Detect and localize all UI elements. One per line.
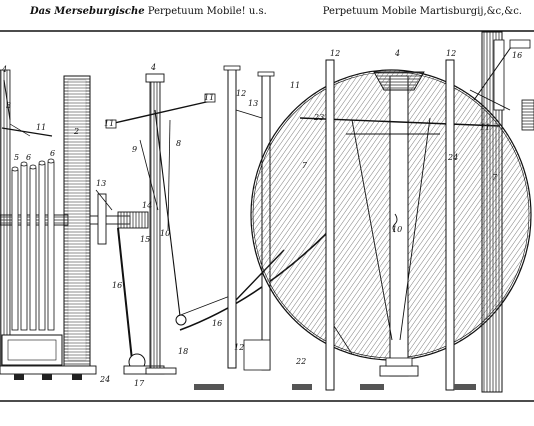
label-12c: 12	[446, 49, 456, 58]
label-18: 18	[178, 347, 188, 356]
label-11e: 11	[480, 123, 490, 132]
label-11a: 11	[36, 123, 46, 132]
label-13a: 13	[248, 99, 258, 108]
label-11b: 11	[104, 119, 114, 128]
figure-labels: 4 4 4 2 3 5 6 6 7 7 8 9 10 10 11 11 11 1…	[1, 49, 522, 388]
label-3: 3	[6, 101, 11, 110]
label-24b: 24	[447, 153, 458, 162]
right-mechanism	[469, 31, 534, 393]
label-16a: 16	[112, 281, 122, 290]
label-10b: 10	[392, 225, 402, 234]
label-23: 23	[313, 113, 324, 122]
header-right: Perpetuum Mobile Martisburgij,&c,&c.	[322, 6, 522, 17]
label-12b: 12	[330, 49, 340, 58]
header-left: Das Merseburgische Perpetuum Mobile! u.s…	[30, 6, 267, 17]
label-22: 22	[295, 357, 306, 366]
pendulum-post	[105, 73, 331, 375]
label-12a: 12	[236, 89, 246, 98]
pump-cylinders	[11, 158, 55, 331]
label-12d: 12	[234, 343, 244, 352]
header-left-rest: Perpetuum Mobile! u.s.	[147, 6, 267, 17]
ground-blocks	[194, 384, 476, 390]
label-16c: 16	[512, 51, 522, 60]
label-16b: 16	[212, 319, 222, 328]
label-24a: 24	[99, 375, 110, 384]
label-4c: 4	[394, 49, 400, 58]
label-6b: 6	[50, 149, 55, 158]
label-10a: 10	[160, 229, 170, 238]
label-13b: 13	[96, 179, 106, 188]
label-8: 8	[176, 139, 181, 148]
wheel-posts	[325, 59, 455, 391]
central-tower	[299, 71, 501, 377]
label-9: 9	[132, 145, 137, 154]
label-2: 2	[73, 127, 79, 136]
label-15: 15	[140, 235, 150, 244]
label-11d: 11	[290, 81, 300, 90]
label-14: 14	[142, 201, 152, 210]
header-left-fraktur: Das Merseburgische	[30, 6, 145, 17]
rope	[117, 227, 133, 361]
pump-stand	[0, 69, 97, 380]
label-7a: 7	[302, 161, 308, 170]
label-4a: 4	[1, 65, 7, 74]
label-11c: 11	[204, 93, 214, 102]
label-5: 5	[14, 153, 19, 162]
label-17: 17	[134, 379, 145, 388]
label-4b: 4	[150, 63, 156, 72]
label-6a: 6	[26, 153, 31, 162]
label-7b: 7	[492, 173, 498, 182]
axle	[89, 189, 149, 245]
